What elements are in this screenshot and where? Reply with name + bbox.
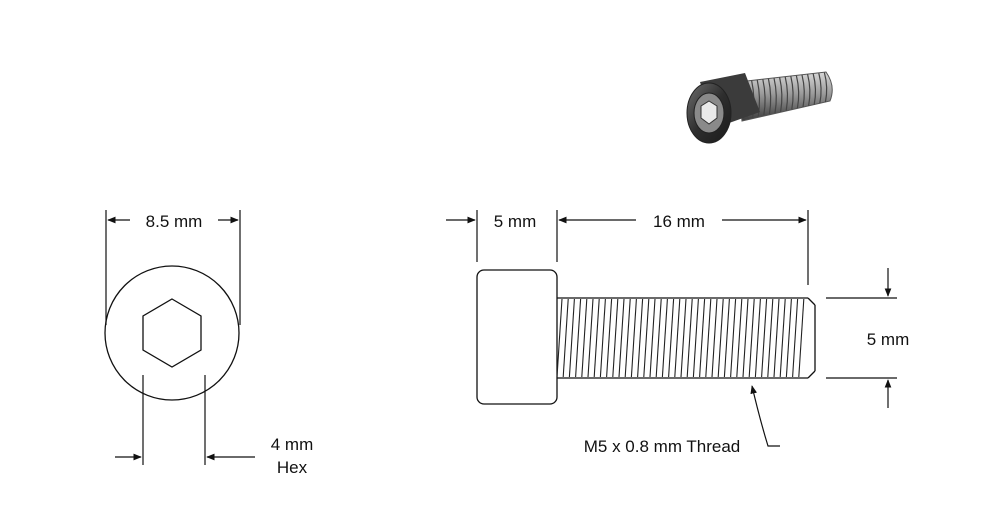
thread-line xyxy=(711,298,718,378)
thread-line xyxy=(630,298,637,378)
thread-line-3d xyxy=(795,75,800,109)
thread-line xyxy=(655,298,662,378)
thread-line xyxy=(593,298,600,378)
thread-line xyxy=(581,298,588,378)
thread-shaft-3d xyxy=(737,71,833,122)
thread-line xyxy=(742,298,749,378)
thread-line xyxy=(736,298,743,378)
thread-line-3d xyxy=(801,74,805,108)
head-diameter-dimension xyxy=(105,210,241,325)
thread-line-3d xyxy=(790,76,794,110)
thread-line xyxy=(748,298,755,378)
thread-line xyxy=(680,298,687,378)
thread-line xyxy=(643,298,650,378)
thread-line xyxy=(624,298,631,378)
thread-diameter-label: 5 mm xyxy=(867,330,910,349)
screw-3d-render xyxy=(686,71,833,144)
side-view-thread-shaft xyxy=(556,297,816,379)
thread-line xyxy=(761,298,768,378)
thread-line xyxy=(686,298,693,378)
thread-line-3d xyxy=(823,72,828,103)
shaft-length-label: 16 mm xyxy=(653,212,705,231)
thread-line xyxy=(556,298,563,378)
thread-line xyxy=(705,298,712,378)
thread-line-3d xyxy=(773,77,777,114)
thread-line xyxy=(798,298,805,378)
thread-line xyxy=(717,298,724,378)
head-height-label: 5 mm xyxy=(494,212,537,231)
head-diameter-label: 8.5 mm xyxy=(146,212,203,231)
hex-socket-icon xyxy=(700,100,718,125)
thread-line xyxy=(606,298,613,378)
screw-side-view xyxy=(476,269,816,405)
length-dimensions xyxy=(446,210,809,285)
thread-line xyxy=(767,298,774,378)
hex-size-dimension xyxy=(115,375,255,465)
thread-line xyxy=(723,298,730,378)
thread-line xyxy=(575,298,582,378)
thread-line xyxy=(668,298,675,378)
thread-spec-label: M5 x 0.8 mm Thread xyxy=(584,437,741,456)
thread-line xyxy=(612,298,619,378)
hex-socket-outline xyxy=(142,298,202,368)
thread-line xyxy=(779,298,786,378)
thread-line xyxy=(792,298,799,378)
thread-line-3d xyxy=(767,78,772,115)
thread-line xyxy=(785,298,792,378)
thread-diameter-dimension xyxy=(826,268,897,408)
thread-line xyxy=(699,298,706,378)
thread-line xyxy=(674,298,681,378)
thread-line-3d xyxy=(807,74,811,106)
thread-line-3d xyxy=(756,79,761,117)
thread-line xyxy=(599,298,606,378)
thread-line xyxy=(661,298,668,378)
thread-spec-leader xyxy=(750,385,780,447)
thread-line-3d xyxy=(762,79,766,116)
thread-line-3d xyxy=(784,76,789,111)
hex-size-unit-label: Hex xyxy=(277,458,308,477)
head-outer-circle xyxy=(104,265,240,401)
thread-line-3d xyxy=(812,73,817,105)
thread-line xyxy=(568,298,575,378)
screw-head-end-view xyxy=(104,265,240,401)
thread-line-3d xyxy=(818,73,822,104)
hex-size-value-label: 4 mm xyxy=(271,435,314,454)
screw-head-3d xyxy=(686,73,760,144)
thread-line xyxy=(730,298,737,378)
thread-line xyxy=(562,298,569,378)
thread-line xyxy=(692,298,699,378)
thread-line-3d xyxy=(779,77,783,112)
thread-line xyxy=(754,298,761,378)
thread-line xyxy=(773,298,780,378)
thread-line xyxy=(618,298,625,378)
thread-line xyxy=(637,298,644,378)
side-view-head xyxy=(476,269,558,405)
thread-line xyxy=(587,298,594,378)
thread-line xyxy=(649,298,656,378)
